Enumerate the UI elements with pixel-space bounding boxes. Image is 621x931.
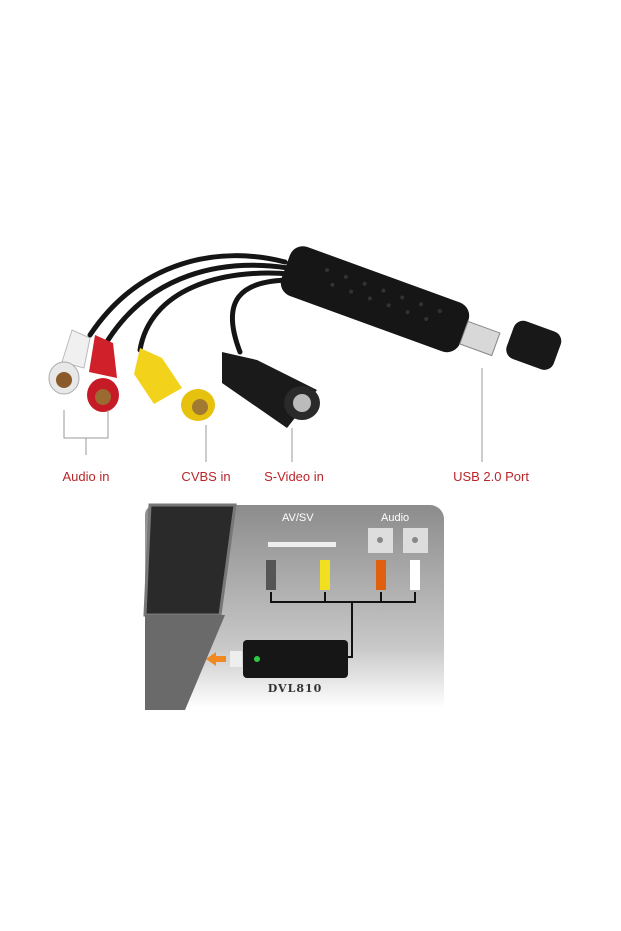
led-icon <box>254 656 260 662</box>
usb-capture-stick <box>280 246 562 370</box>
device-illustration <box>243 640 348 678</box>
audio-label: Audio <box>381 512 410 524</box>
av-sv-label: AV/SV <box>282 512 314 524</box>
label-cvbs-in: CVBS in <box>181 469 231 484</box>
pointer-lines <box>63 368 483 462</box>
label-audio-in: Audio in <box>62 469 110 484</box>
cvbs-rca-plug <box>134 348 215 421</box>
model-label: DVL810 <box>267 682 323 695</box>
laptop-screen <box>143 503 237 617</box>
connection-diagram <box>143 503 444 710</box>
label-usb-port: USB 2.0 Port <box>453 469 529 484</box>
label-svideo-in: S-Video in <box>264 469 324 484</box>
audio-rca-plugs <box>48 329 119 412</box>
arrow-icon <box>206 652 226 666</box>
port-strip <box>268 542 336 547</box>
laptop-keyboard <box>145 615 225 710</box>
cables <box>87 253 295 355</box>
svideo-plug <box>222 352 320 428</box>
